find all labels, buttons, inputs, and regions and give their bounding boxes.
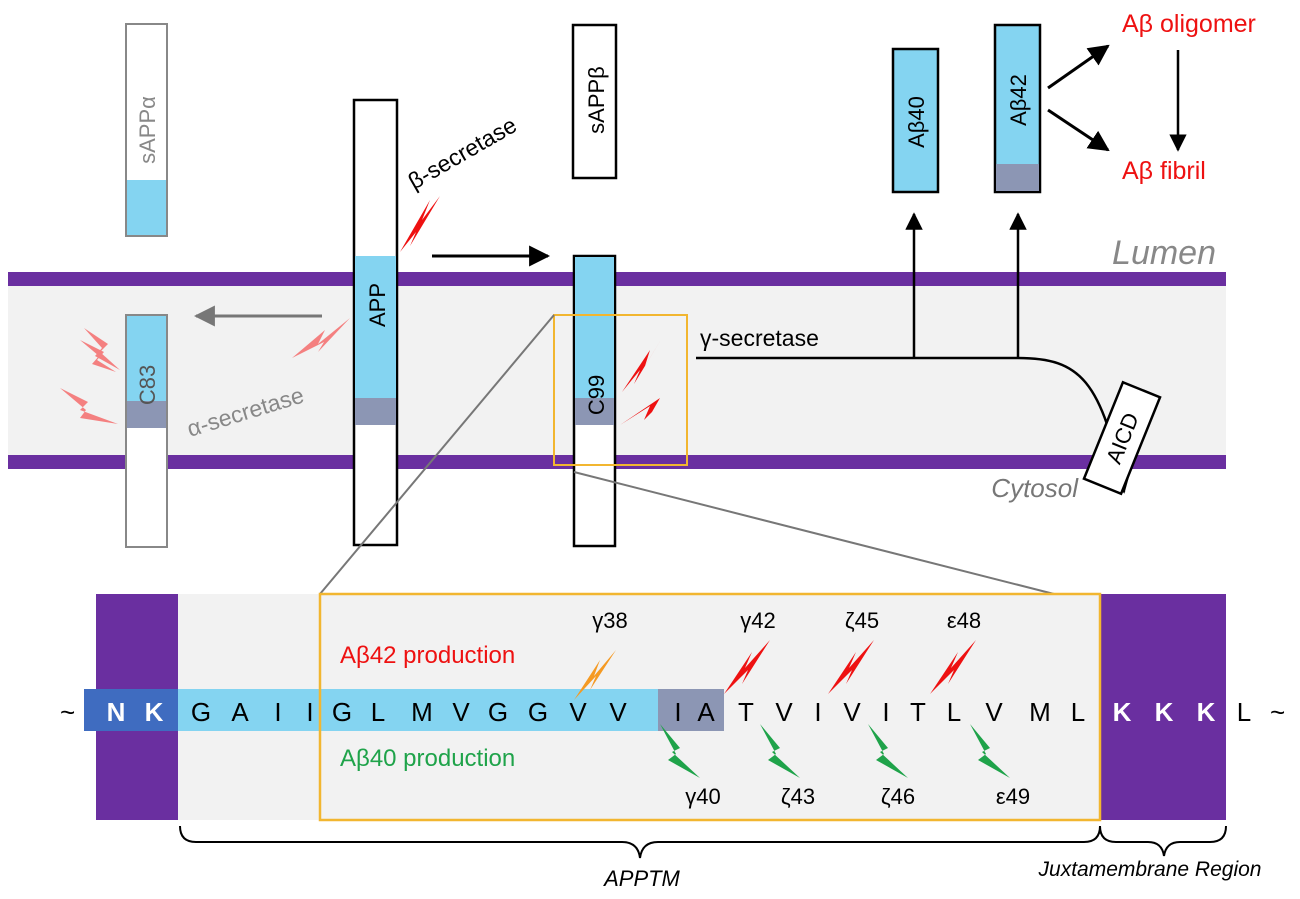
gamma-secretase-label: γ-secretase xyxy=(700,325,819,351)
epsilon49-bolt xyxy=(970,724,1010,778)
residue-25: M xyxy=(1029,697,1051,727)
sappb-label: sAPPβ xyxy=(584,66,609,134)
residue-6: I xyxy=(306,697,313,727)
ab42-label: Aβ42 xyxy=(1006,74,1031,126)
app-label: APP xyxy=(365,283,390,327)
zeta45-bolt xyxy=(828,640,874,694)
alpha-cleavage-bolts xyxy=(60,328,120,424)
ab40-peptide: Aβ40 xyxy=(891,47,940,194)
residue-14: V xyxy=(609,697,627,727)
residue-10: V xyxy=(452,697,470,727)
residue-22: T xyxy=(910,697,926,727)
beta-secretase-label: β-secretase xyxy=(404,112,521,195)
beta-secretase-bolt xyxy=(400,196,440,252)
ab40-production-label: Aβ40 production xyxy=(340,745,515,772)
residue-9: M xyxy=(411,697,433,727)
membrane-top-layer xyxy=(8,272,1226,286)
c99-fragment: C99 xyxy=(572,254,617,548)
ab40-label: Aβ40 xyxy=(904,96,929,148)
site-zeta43: ζ43 xyxy=(781,784,815,809)
residue-1: N xyxy=(107,697,126,727)
lumen-label: Lumen xyxy=(1112,234,1216,272)
apptm-brace xyxy=(179,825,1101,859)
epsilon48-bolt xyxy=(930,640,976,694)
residue-28: K xyxy=(1155,697,1174,727)
sequence-membrane-right xyxy=(1100,594,1226,820)
cytosol-label: Cytosol xyxy=(991,473,1079,503)
site-epsilon49: ε49 xyxy=(996,784,1030,809)
juxtamembrane-brace xyxy=(1099,825,1227,857)
residue-12: G xyxy=(528,697,548,727)
sequence-left-tilde: ~ xyxy=(60,697,75,727)
site-zeta45: ζ45 xyxy=(845,608,879,633)
residue-17: T xyxy=(738,697,754,727)
zeta43-bolt xyxy=(760,724,800,778)
nk-highlight xyxy=(84,689,178,731)
ab42-peptide: Aβ42 xyxy=(993,23,1042,194)
gamma-cleavage-bolts xyxy=(620,338,680,425)
sappb-fragment: sAPPβ xyxy=(571,23,618,180)
residue-30: L xyxy=(1237,697,1251,727)
residue-11: G xyxy=(488,697,508,727)
site-gamma42: γ42 xyxy=(740,608,775,633)
residue-15: I xyxy=(674,697,681,727)
site-gamma38: γ38 xyxy=(592,608,627,633)
residue-2: K xyxy=(145,697,164,727)
app-protein: APP xyxy=(352,98,399,547)
sappa-label: sAPPα xyxy=(135,96,160,164)
ab-oligomer-label: Aβ oligomer xyxy=(1122,10,1256,38)
site-zeta46: ζ46 xyxy=(881,784,915,809)
aicd-fragment: AICD xyxy=(1082,380,1162,496)
c99-zoom-frame xyxy=(553,314,688,466)
c83-label: C83 xyxy=(135,365,160,405)
alpha-secretase-bolt xyxy=(292,318,350,358)
ab42-production-label: Aβ42 production xyxy=(340,642,515,669)
zoom-line-left xyxy=(319,314,555,595)
apptm-frame xyxy=(318,592,1102,822)
abeta-highlight xyxy=(84,689,658,731)
ia-highlight xyxy=(658,689,724,731)
membrane-bottom-layer xyxy=(8,455,1226,469)
residue-27: K xyxy=(1113,697,1132,727)
site-gamma40: γ40 xyxy=(685,784,720,809)
sappa-fragment: sAPPα xyxy=(125,23,168,237)
zoom-line-right xyxy=(573,471,1055,595)
site-epsilon48: ε48 xyxy=(947,608,981,633)
residue-26: L xyxy=(1071,697,1085,727)
residue-18: V xyxy=(775,697,793,727)
residue-5: I xyxy=(274,697,281,727)
sequence-right-tilde: ~ xyxy=(1270,697,1285,727)
apptm-label: APPTM xyxy=(602,866,680,891)
gamma40-bolt xyxy=(660,724,700,778)
fibril-arrow xyxy=(1047,108,1110,152)
zeta46-bolt xyxy=(868,724,908,778)
residue-20: V xyxy=(843,697,861,727)
residue-8: L xyxy=(371,697,385,727)
c99-label: C99 xyxy=(584,375,609,415)
residue-3: G xyxy=(191,697,211,727)
ab-fibril-label: Aβ fibril xyxy=(1122,157,1206,185)
residue-19: I xyxy=(814,697,821,727)
oligomer-arrow xyxy=(1047,44,1110,90)
juxtamembrane-label: Juxtamembrane Region xyxy=(1038,858,1262,881)
residue-24: V xyxy=(985,697,1003,727)
residue-13: V xyxy=(569,697,587,727)
residue-29: K xyxy=(1197,697,1216,727)
residue-4: A xyxy=(231,697,249,727)
c83-fragment: C83 xyxy=(125,314,168,548)
residue-7: G xyxy=(332,697,352,727)
residue-16: A xyxy=(697,697,715,727)
gamma38-bolt xyxy=(574,650,616,700)
residue-23: L xyxy=(947,697,961,727)
residue-21: I xyxy=(882,697,889,727)
gamma42-bolt xyxy=(724,640,770,694)
